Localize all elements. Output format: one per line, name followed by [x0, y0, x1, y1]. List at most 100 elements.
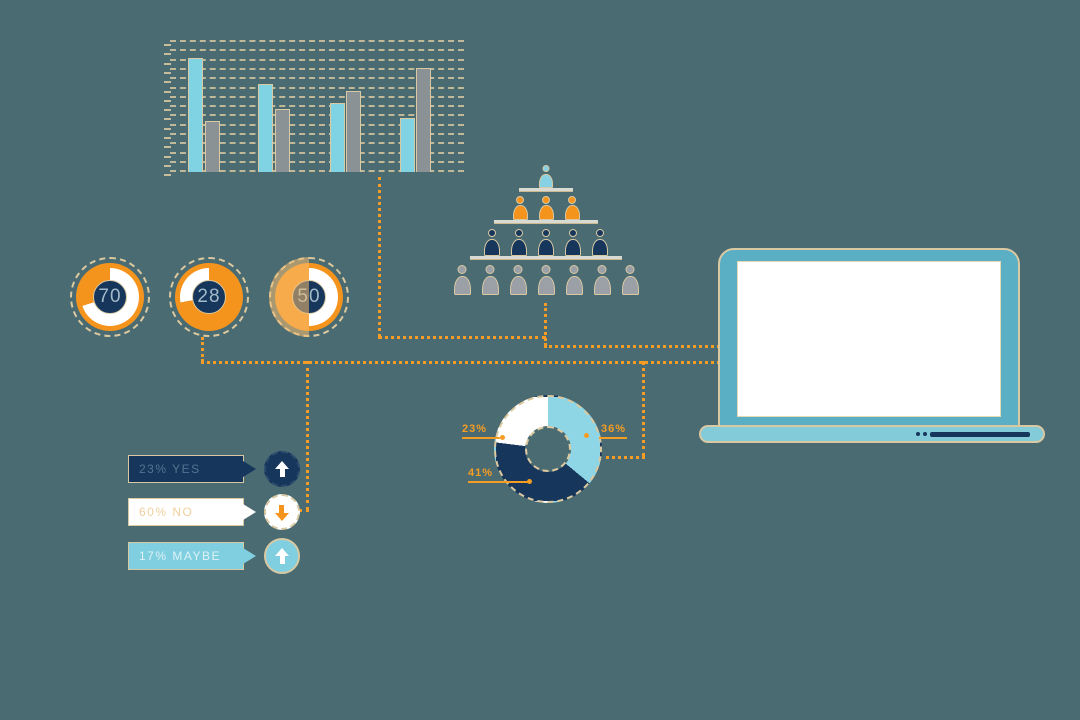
laptop-base-dot [923, 432, 927, 436]
connector-barchart-vertical [378, 177, 381, 337]
chart-gridline [170, 86, 464, 89]
chart-gridline [170, 67, 464, 70]
org-level-divider [494, 220, 598, 224]
org-row-level-3 [450, 229, 642, 256]
chart-axis-tick [164, 71, 171, 74]
person-icon [539, 165, 553, 188]
laptop-base [699, 425, 1045, 443]
donut-label-41: 41% [468, 467, 494, 479]
org-row-level-4 [450, 265, 642, 295]
chart-axis-tick [164, 90, 171, 93]
up-arrow-icon [275, 547, 289, 565]
connector-to-laptop-upper [544, 345, 720, 348]
bar-gray-series-group-3 [346, 91, 361, 172]
up-arrow-button[interactable] [264, 451, 300, 487]
donut-underline-23 [462, 437, 500, 439]
person-icon [538, 229, 554, 256]
person-icon [511, 229, 527, 256]
bar-cyan-series-group-1 [188, 58, 203, 172]
bubble-tail [243, 548, 256, 564]
people-pyramid-chart [450, 158, 642, 298]
chart-axis-tick [164, 127, 171, 130]
chart-gridline [170, 133, 464, 135]
chart-axis-tick [164, 99, 171, 102]
gauge-28: 28 [169, 257, 249, 337]
down-arrow-icon [275, 504, 289, 521]
chart-gridline [170, 170, 464, 173]
gauge-dashed-outline [70, 257, 150, 337]
down-arrow-button[interactable] [264, 494, 300, 530]
donut-underline-41 [468, 481, 528, 483]
poll-result-list: 23% YES 60% NO 17% MAYBE [128, 451, 318, 575]
connector-long-horizontal [201, 361, 720, 364]
grouped-bar-chart [164, 38, 464, 177]
chart-gridline [170, 123, 464, 126]
bar-gray-series-group-4 [416, 68, 431, 172]
connector-orgchart-vertical [544, 303, 547, 346]
person-icon [621, 265, 639, 295]
connector-gauge-stub [201, 337, 204, 362]
person-icon [538, 196, 554, 220]
chart-gridline [170, 49, 464, 52]
donut-chart [494, 395, 602, 503]
connector-donut-elbow [606, 456, 645, 459]
gauge-half-overlay [269, 257, 309, 337]
person-icon [453, 265, 471, 295]
chart-gridline [170, 160, 464, 163]
laptop-touchpad-bar [930, 432, 1030, 437]
laptop-lid [718, 248, 1020, 429]
chart-gridline [170, 40, 464, 42]
chart-gridline [170, 95, 464, 98]
gauge-dashed-outline [169, 257, 249, 337]
person-icon [592, 229, 608, 256]
poll-bubble: 17% MAYBE [128, 542, 244, 570]
bar-gray-series-group-2 [275, 109, 290, 172]
donut-dot-36 [584, 433, 589, 438]
bar-cyan-series-group-4 [400, 118, 415, 172]
up-arrow-icon [275, 460, 289, 478]
person-icon [509, 265, 527, 295]
poll-bubble: 60% NO [128, 498, 244, 526]
chart-axis-tick [164, 81, 171, 84]
chart-axis-tick [164, 118, 171, 121]
chart-gridline [170, 142, 464, 145]
chart-axis-tick [164, 174, 171, 177]
chart-axis-tick [164, 146, 171, 149]
up-arrow-button[interactable] [264, 538, 300, 574]
donut-label-23: 23% [462, 423, 488, 435]
chart-axis-tick [164, 53, 171, 56]
bubble-tail [243, 504, 256, 520]
bar-cyan-series-group-3 [330, 103, 345, 172]
bubble-tail [243, 461, 256, 477]
laptop-screen[interactable] [737, 261, 1001, 417]
donut-label-36: 36% [601, 423, 627, 435]
donut-dot-23 [500, 435, 505, 440]
person-icon [481, 265, 499, 295]
chart-gridline [170, 151, 464, 154]
chart-axis-tick [164, 137, 171, 139]
chart-gridline [170, 114, 464, 117]
org-row-level-1 [450, 165, 642, 188]
org-level-divider [519, 188, 573, 192]
person-icon [565, 265, 583, 295]
person-icon [512, 196, 528, 220]
org-row-level-2 [450, 196, 642, 220]
person-icon [537, 265, 555, 295]
person-icon [564, 196, 580, 220]
gauge-50: 50 [269, 257, 349, 337]
gauge-70: 70 [70, 257, 150, 337]
donut-dot-41 [527, 479, 532, 484]
chart-axis-tick [164, 62, 171, 65]
poll-row: 17% MAYBE [128, 538, 318, 574]
connector-barchart-horizontal [378, 336, 546, 339]
chart-axis-tick [164, 155, 171, 158]
poll-row: 23% YES [128, 451, 318, 487]
connector-donut-vertical [642, 361, 645, 457]
poll-row: 60% NO [128, 494, 318, 530]
person-icon [484, 229, 500, 256]
org-level-divider [470, 256, 622, 260]
bar-gray-series-group-1 [205, 121, 220, 172]
connector-poll-vertical [306, 361, 309, 510]
person-icon [565, 229, 581, 256]
